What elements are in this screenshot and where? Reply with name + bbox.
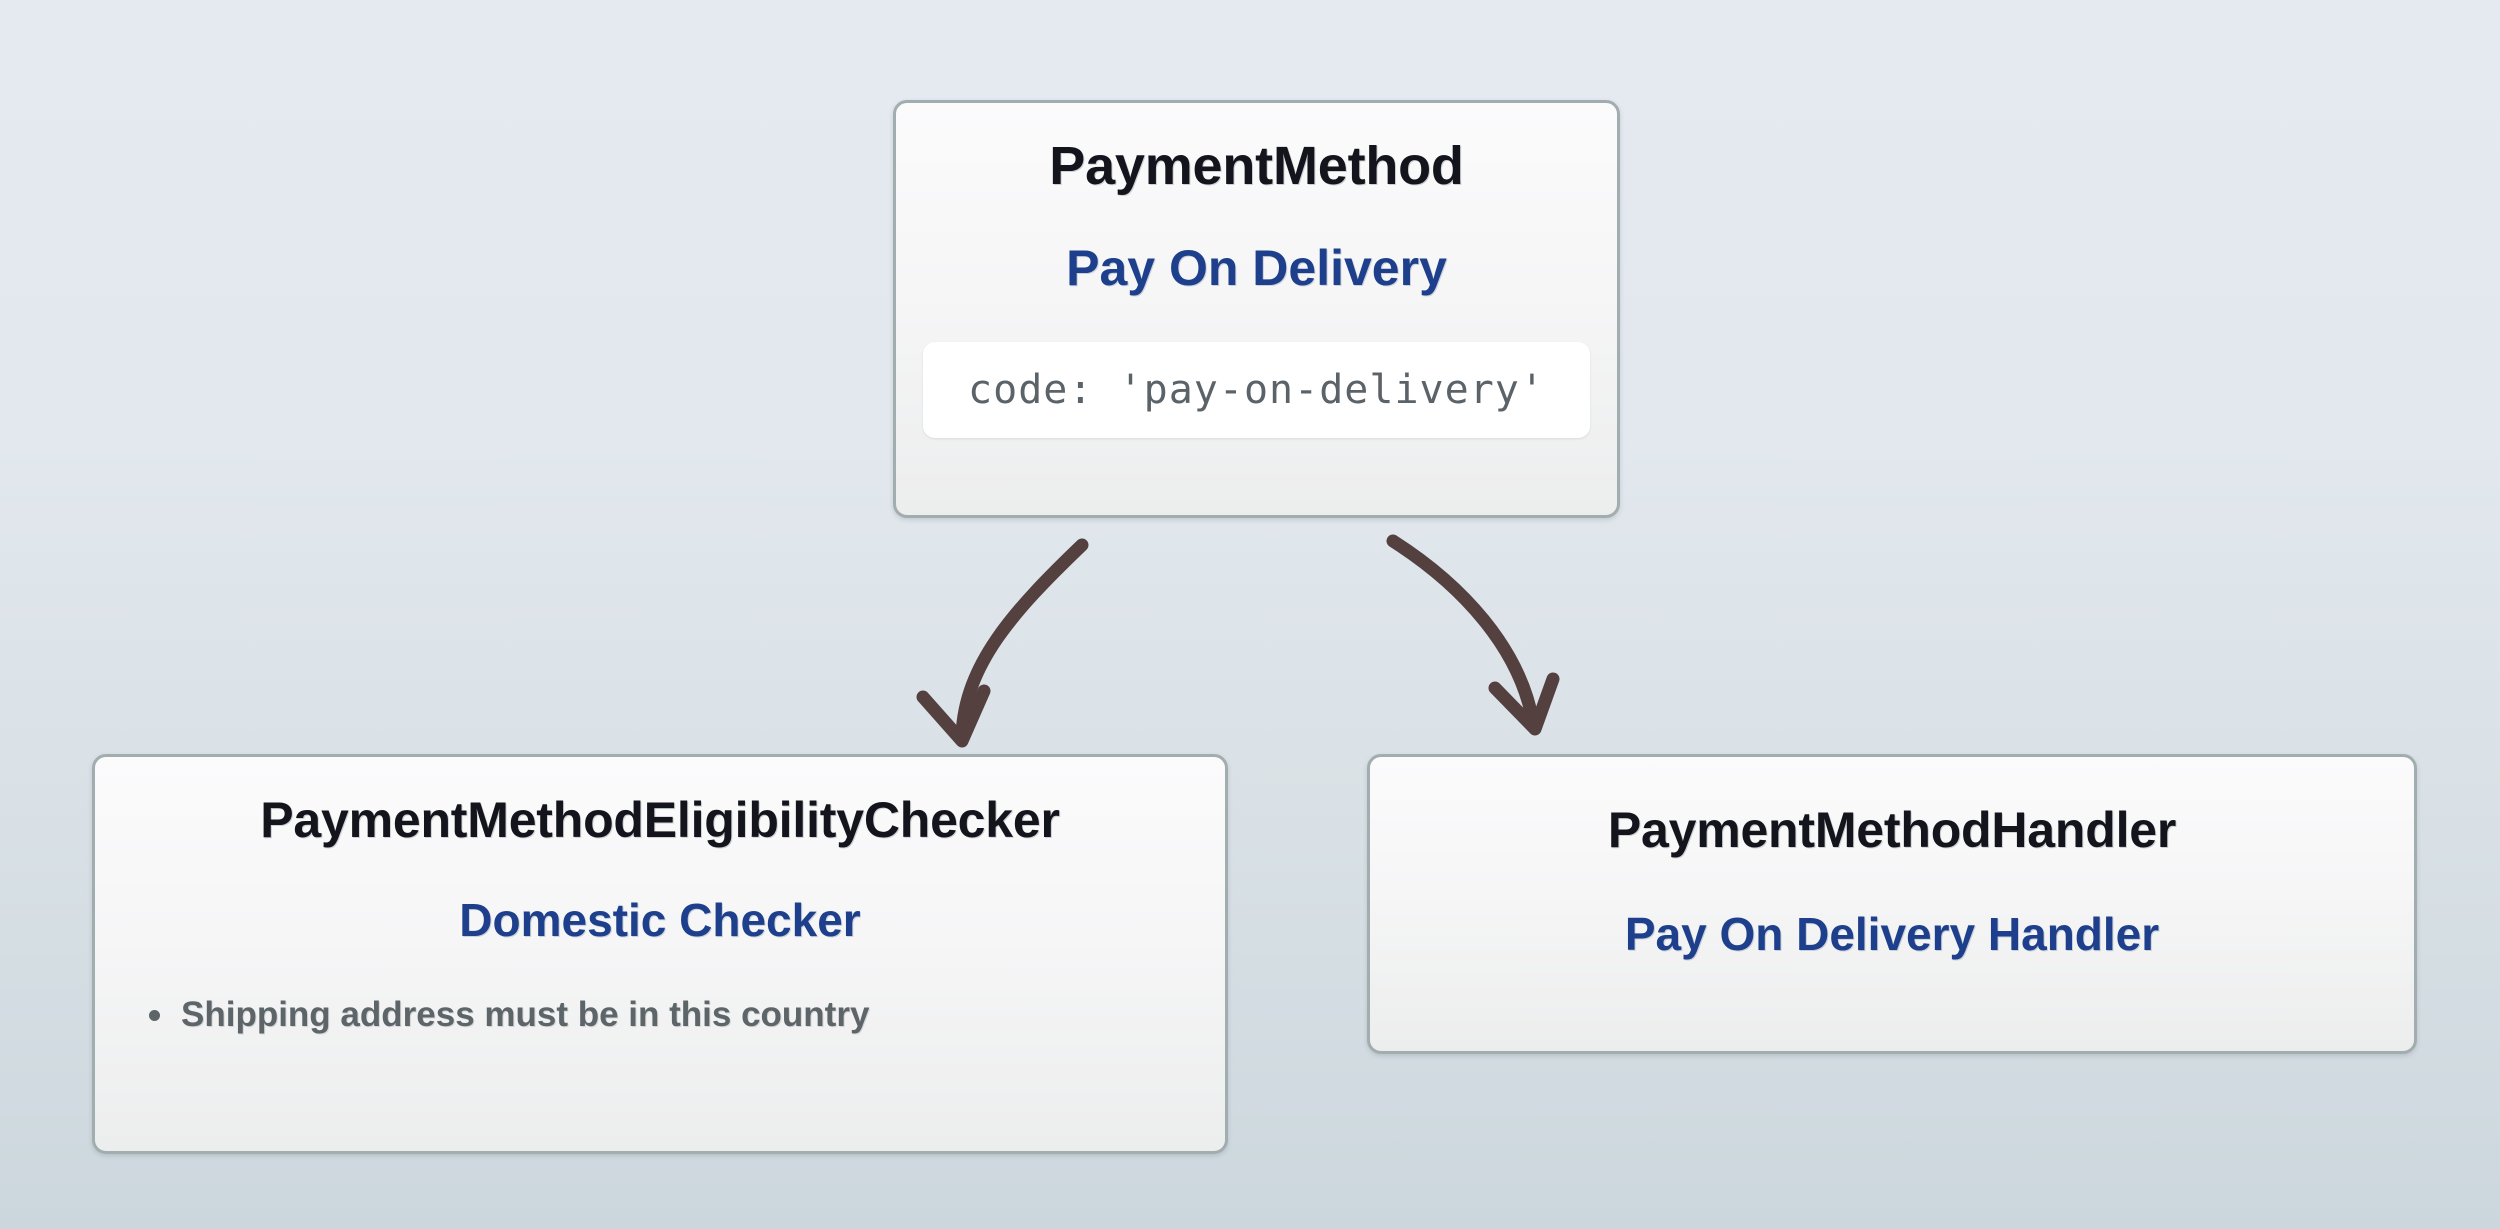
node-payment-method-code-chip: code: 'pay-on-delivery' (923, 342, 1590, 438)
node-handler-type-label: PaymentMethodHandler (1607, 802, 2177, 858)
node-payment-method-handler[interactable]: PaymentMethodHandler Pay On Delivery Han… (1367, 754, 2417, 1054)
list-item: Shipping address must be in this country (141, 993, 1225, 1037)
node-payment-method-name: Pay On Delivery (1066, 240, 1447, 296)
node-eligibility-checker-type-label: PaymentMethodEligibilityChecker (260, 792, 1060, 848)
node-handler-name: Pay On Delivery Handler (1624, 908, 2160, 960)
node-payment-method-type-label: PaymentMethod (1049, 136, 1464, 196)
edge-payment-method-to-handler (1386, 534, 1560, 736)
node-payment-method-eligibility-checker[interactable]: PaymentMethodEligibilityChecker Domestic… (92, 754, 1228, 1154)
edge-payment-method-to-eligibility-checker (916, 538, 1089, 748)
node-eligibility-checker-bullet-list: Shipping address must be in this country (95, 993, 1225, 1037)
node-eligibility-checker-name: Domestic Checker (459, 894, 861, 946)
node-payment-method[interactable]: PaymentMethod Pay On Delivery code: 'pay… (893, 100, 1620, 518)
